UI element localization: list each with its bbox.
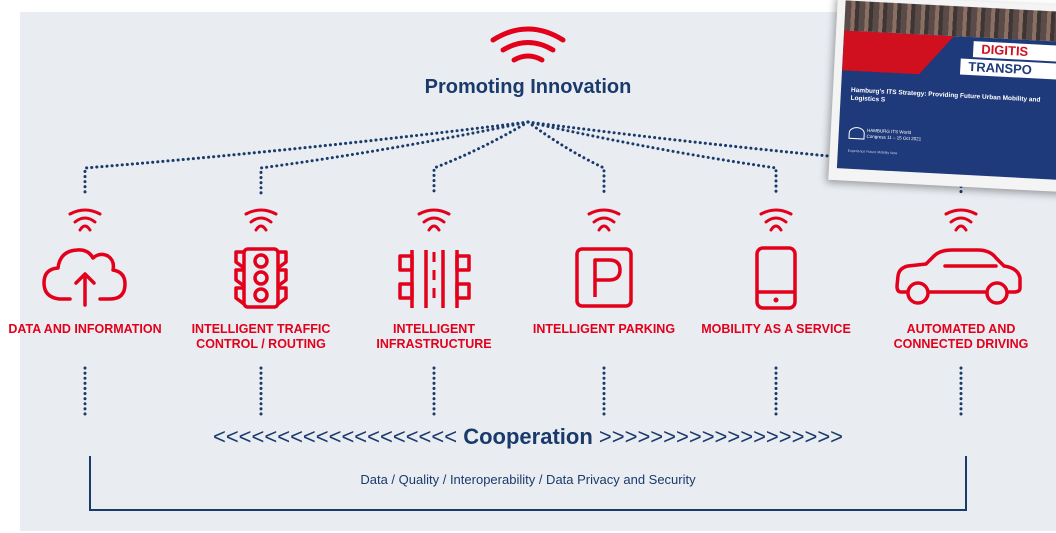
item-label-traffic-control: INTELLIGENT TRAFFIC CONTROL / ROUTING: [191, 322, 331, 351]
cloud-upload-icon: [42, 248, 127, 307]
signal-icon: [68, 208, 102, 232]
item-label-automated-driving: AUTOMATED AND CONNECTED DRIVING: [893, 322, 1029, 351]
connector-line: [526, 120, 606, 197]
connector-line: [259, 120, 530, 197]
cooperation-subtitle: Data / Quality / Interoperability / Data…: [360, 472, 696, 487]
bracket: [89, 456, 967, 511]
congress-logo-icon: [848, 126, 866, 140]
cooperation-title: Cooperation: [463, 424, 593, 449]
smartphone-icon: [755, 246, 797, 310]
signal-icon: [759, 208, 793, 232]
signal-icons: [68, 208, 978, 232]
right-arrows: >>>>>>>>>>>>>>>>>>>: [598, 424, 844, 449]
signal-icon: [244, 208, 278, 232]
cooperation-row: <<<<<<<<<<<<<<<<<<< Cooperation >>>>>>>>…: [0, 424, 1056, 450]
traffic-light-icon: [234, 247, 288, 309]
item-label-infrastructure: INTELLIGENT INFRASTRUCTURE: [376, 322, 492, 351]
parking-icon: [575, 247, 633, 308]
connector-line: [432, 120, 530, 197]
left-arrows: <<<<<<<<<<<<<<<<<<<: [212, 424, 458, 449]
connector-line: [83, 120, 530, 197]
item-label-parking: INTELLIGENT PARKING: [532, 322, 676, 336]
document-cover-image: DIGITIS TRANSPO Hamburg's ITS Strategy: …: [828, 0, 1056, 193]
car-icon: [895, 248, 1022, 305]
signal-icon: [587, 208, 621, 232]
page-title: Promoting Innovation: [424, 76, 632, 98]
item-label-maas: MOBILITY AS A SERVICE: [701, 322, 851, 336]
road-infrastructure-icon: [398, 250, 471, 308]
signal-icon: [417, 208, 451, 232]
item-label-data-information: DATA AND INFORMATION: [8, 322, 162, 336]
signal-icon-top: [490, 26, 566, 63]
signal-icon: [944, 208, 978, 232]
connector-line: [526, 120, 778, 197]
